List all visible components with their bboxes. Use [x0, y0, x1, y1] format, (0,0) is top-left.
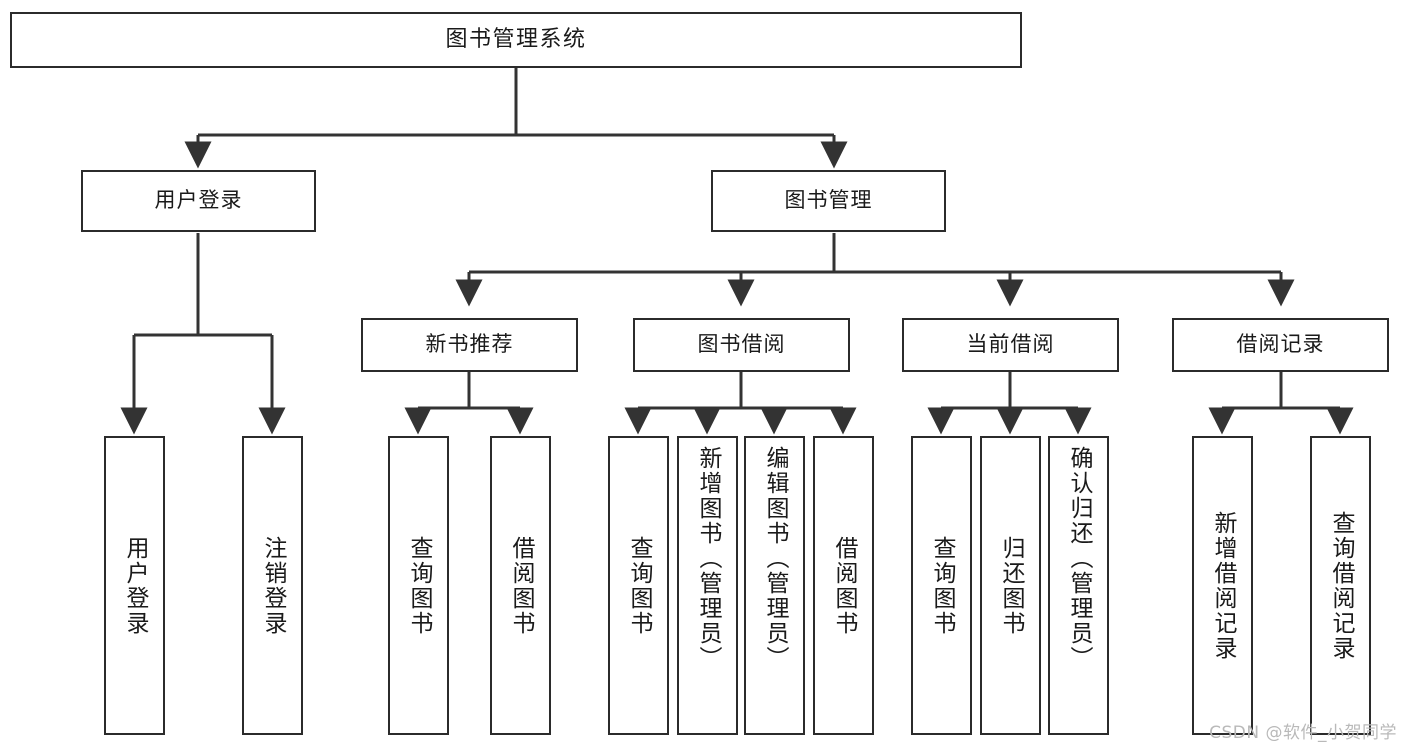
- leaf-borrow-record-query-label: 查询借阅记录: [1328, 510, 1354, 661]
- leaf-book-borrow-borrow-label: 借阅图书: [831, 535, 857, 636]
- node-new-book-recommend[interactable]: 新书推荐: [361, 318, 578, 372]
- leaf-new-book-query-label: 查询图书: [406, 535, 432, 636]
- leaf-borrow-record-add[interactable]: 新增借阅记录: [1192, 436, 1253, 735]
- leaf-book-borrow-query-label: 查询图书: [626, 535, 652, 636]
- node-root-system[interactable]: 图书管理系统: [10, 12, 1022, 68]
- leaf-current-borrow-confirm-return-label: 确认归还（管理员）: [1066, 446, 1092, 671]
- leaf-user-login-login[interactable]: 用户登录: [104, 436, 165, 735]
- node-book-management-label: 图书管理: [784, 188, 873, 213]
- node-book-borrow[interactable]: 图书借阅: [633, 318, 850, 372]
- node-user-login[interactable]: 用户登录: [81, 170, 316, 232]
- leaf-current-borrow-query-label: 查询图书: [929, 535, 955, 636]
- leaf-current-borrow-return[interactable]: 归还图书: [980, 436, 1041, 735]
- node-root-system-label: 图书管理系统: [445, 26, 587, 52]
- leaf-book-borrow-borrow[interactable]: 借阅图书: [813, 436, 874, 735]
- leaf-new-book-borrow[interactable]: 借阅图书: [490, 436, 551, 735]
- leaf-current-borrow-return-label: 归还图书: [998, 535, 1024, 636]
- leaf-user-login-login-label: 用户登录: [122, 535, 148, 636]
- leaf-book-borrow-edit[interactable]: 编辑图书（管理员）: [744, 436, 805, 735]
- leaf-new-book-query[interactable]: 查询图书: [388, 436, 449, 735]
- leaf-user-login-logout[interactable]: 注销登录: [242, 436, 303, 735]
- node-borrow-record[interactable]: 借阅记录: [1172, 318, 1389, 372]
- leaf-book-borrow-add-label: 新增图书（管理员）: [695, 446, 721, 671]
- node-book-borrow-label: 图书借阅: [697, 332, 786, 357]
- leaf-current-borrow-confirm-return[interactable]: 确认归还（管理员）: [1048, 436, 1109, 735]
- leaf-book-borrow-edit-label: 编辑图书（管理员）: [762, 446, 788, 671]
- leaf-new-book-borrow-label: 借阅图书: [508, 535, 534, 636]
- leaf-book-borrow-add[interactable]: 新增图书（管理员）: [677, 436, 738, 735]
- node-new-book-recommend-label: 新书推荐: [425, 332, 514, 357]
- leaf-borrow-record-add-label: 新增借阅记录: [1210, 510, 1236, 661]
- node-current-borrow-label: 当前借阅: [966, 332, 1055, 357]
- node-book-management[interactable]: 图书管理: [711, 170, 946, 232]
- leaf-user-login-logout-label: 注销登录: [260, 535, 286, 636]
- node-user-login-label: 用户登录: [154, 188, 243, 213]
- leaf-current-borrow-query[interactable]: 查询图书: [911, 436, 972, 735]
- node-borrow-record-label: 借阅记录: [1236, 332, 1325, 357]
- leaf-book-borrow-query[interactable]: 查询图书: [608, 436, 669, 735]
- leaf-borrow-record-query[interactable]: 查询借阅记录: [1310, 436, 1371, 735]
- node-current-borrow[interactable]: 当前借阅: [902, 318, 1119, 372]
